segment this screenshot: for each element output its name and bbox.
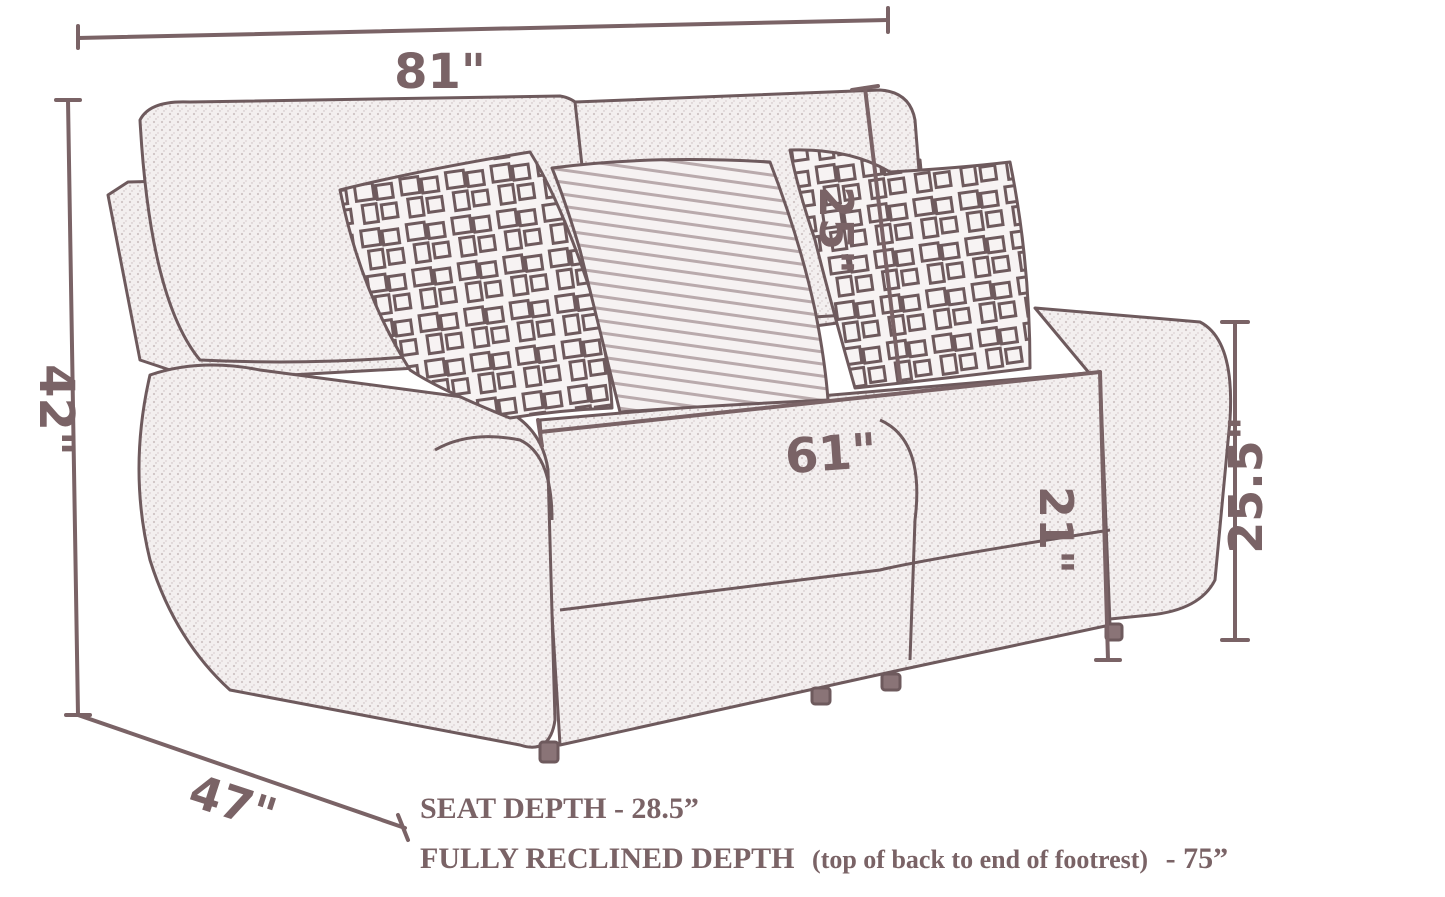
seat-width-label: 61" [783,423,878,485]
seat-width-dimension-line [538,370,1102,434]
depth-label: 47" [183,764,283,843]
width-dimension-line [76,18,890,40]
left-arm [137,363,557,749]
foot [810,686,832,706]
reclined-depth-label: FULLY RECLINED DEPTH [420,842,795,875]
arm-height-label: 25.5" [1219,416,1273,553]
dimension-lines [54,6,1250,842]
width-label: 81" [394,44,486,100]
back-height-dimension-line [863,86,902,382]
reclined-depth-value: - 75” [1166,842,1229,875]
height-label: 42" [28,364,84,456]
pillow-left [338,150,614,420]
seat-height-label: 21" [1029,486,1083,574]
sofa-illustration [106,88,1233,764]
seat-height-dimension-line [1098,370,1110,662]
seat-footrest-line [559,528,1111,612]
right-arm [1033,306,1233,622]
reclined-depth-note: FULLY RECLINED DEPTH (top of back to end… [420,842,1228,875]
seat-depth-note: SEAT DEPTH - 28.5” [420,792,699,825]
left-arm-front [434,435,554,521]
depth-dimension-line [76,713,407,830]
seat-cushion-split [879,418,919,661]
back-height-label: 25" [809,186,863,274]
reclined-depth-detail: (top of back to end of footrest) [812,845,1148,874]
height-dimension-line [66,98,80,717]
foot [538,740,560,764]
foot [880,672,902,692]
pillow-right [788,148,1032,390]
